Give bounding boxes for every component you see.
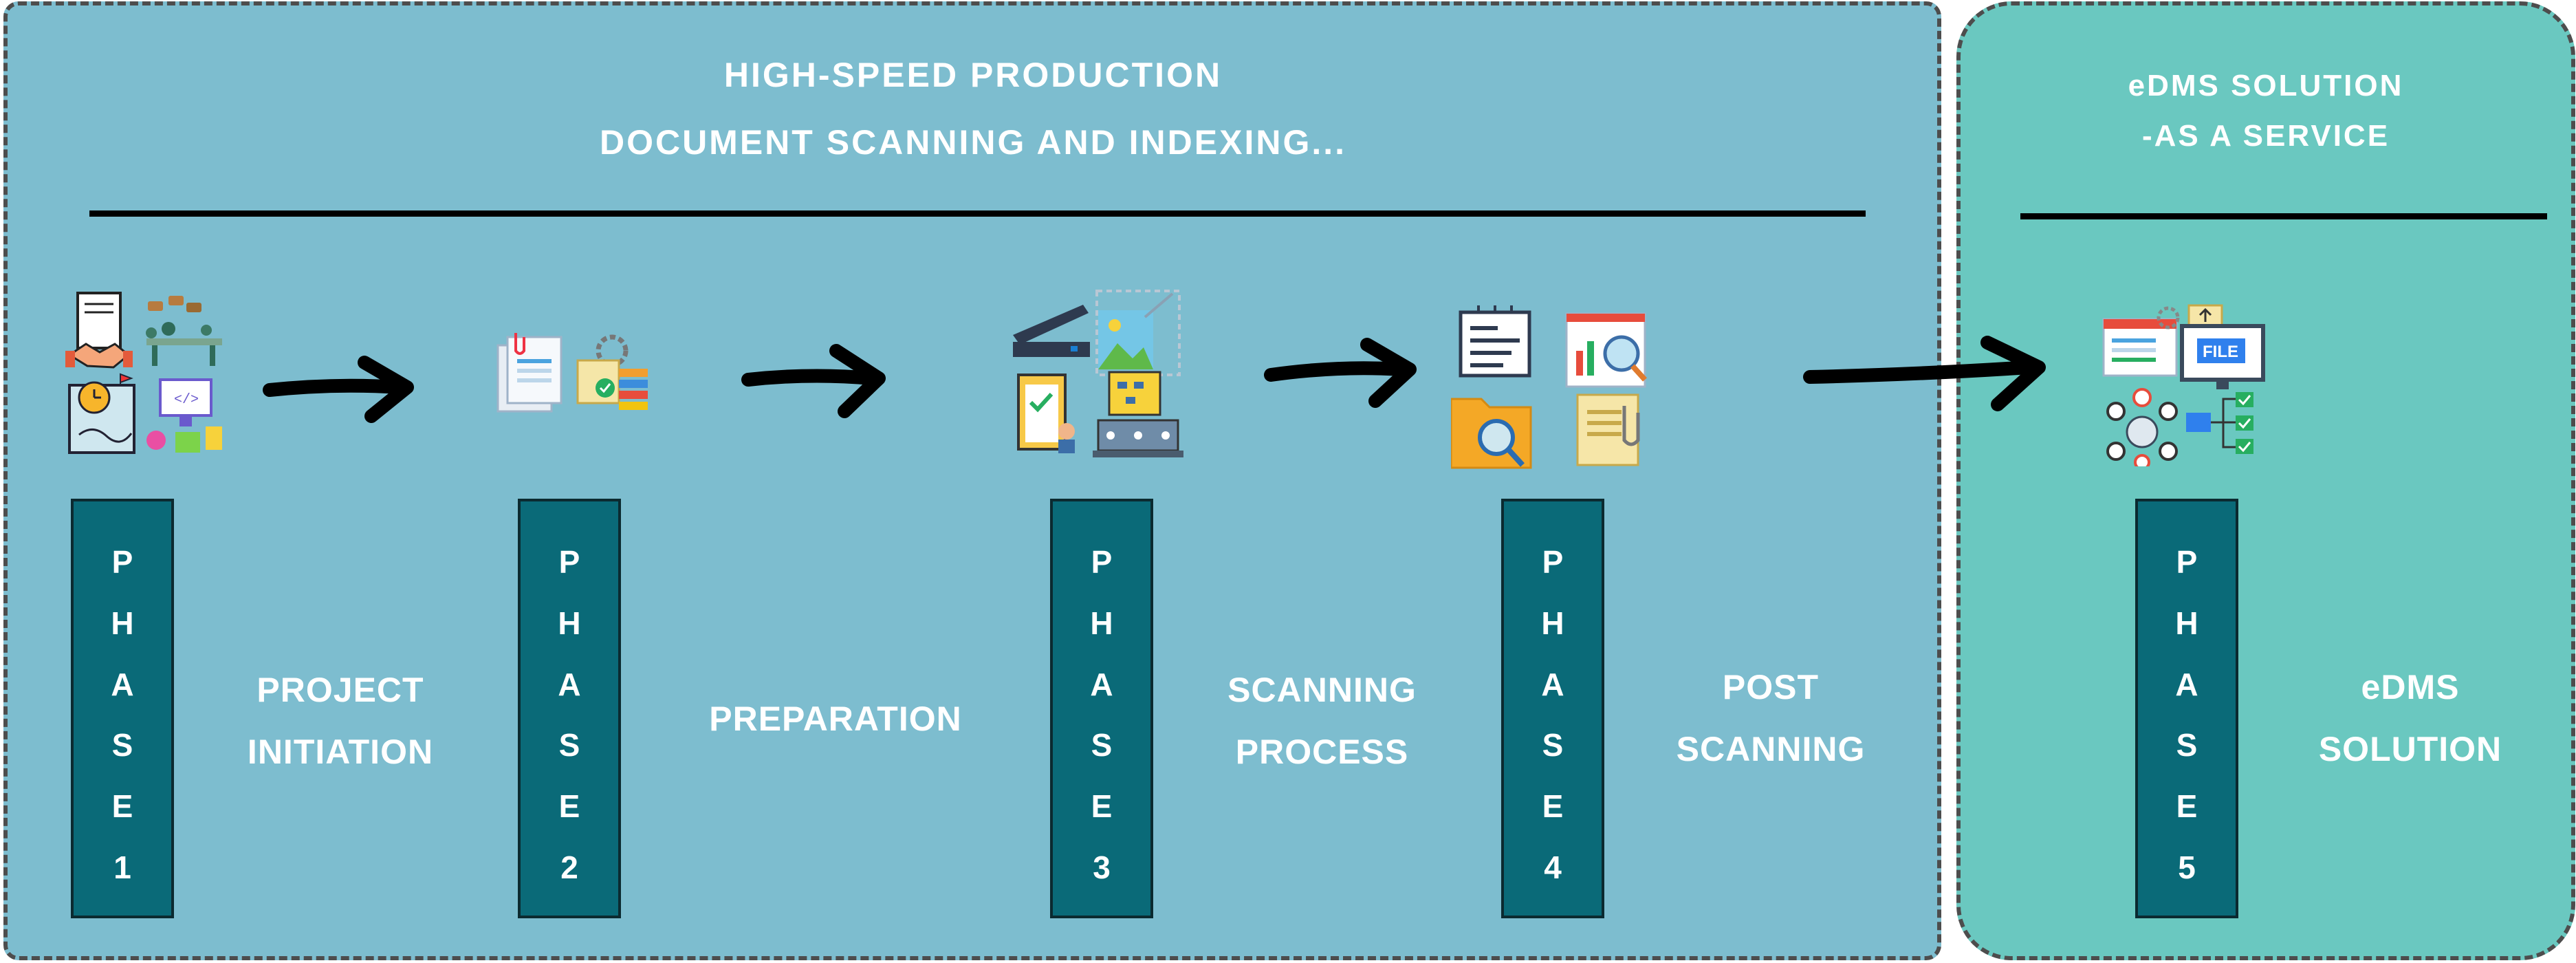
phase-4-label: POST SCANNING	[1637, 656, 1905, 780]
ocr-document-icon	[1459, 305, 1531, 378]
phase-number: 4	[1544, 849, 1562, 885]
settings-window-icon	[2102, 306, 2180, 377]
phase-number: 5	[2178, 849, 2196, 885]
phase-2-label: PREPARATION	[670, 688, 1001, 750]
planning-map-icon	[68, 373, 135, 454]
scanner-icon	[1013, 305, 1090, 357]
phase-letter: S	[1091, 727, 1113, 764]
phase-letter: S	[111, 727, 133, 764]
network-monitor-icon	[1093, 371, 1183, 457]
left-title-divider	[89, 210, 1866, 217]
phase-letter: S	[2176, 727, 2198, 764]
workflow-checklist-icon	[2186, 392, 2253, 454]
paper-scroll-icon	[1576, 393, 1640, 466]
documents-icon	[496, 333, 563, 413]
phase-3-label-line1: SCANNING	[1227, 671, 1417, 709]
phase-letter: A	[1541, 666, 1564, 702]
phase-letter: P	[111, 544, 133, 581]
arrow-3-to-4-icon	[1264, 338, 1417, 408]
right-title-divider	[2020, 213, 2547, 219]
image-crop-icon	[1095, 290, 1181, 376]
arrow-1-to-2-icon	[263, 356, 414, 423]
phase-letter: P	[1542, 544, 1564, 581]
report-search-icon	[1565, 312, 1647, 388]
phase-4-label-line1: POST	[1722, 668, 1820, 706]
phase-letter: A	[2175, 666, 2198, 702]
left-title-line1: HIGH-SPEED PRODUCTION	[723, 56, 1223, 94]
phase-letter: E	[1091, 788, 1113, 824]
phase-5-box: P H A S E 5	[2135, 499, 2238, 918]
phase-number: 1	[113, 849, 131, 885]
checklist-icon	[1017, 374, 1075, 453]
phase-letter: S	[558, 727, 580, 764]
arrow-4-to-5-icon	[1803, 336, 2046, 411]
phase-1-label-line2: INITIATION	[247, 733, 434, 771]
svg-text:</>: </>	[174, 392, 199, 408]
phase-letter: H	[2175, 605, 2198, 641]
phase-5-label-line2: SOLUTION	[2318, 730, 2502, 768]
phase-letter: S	[1542, 727, 1564, 764]
phase-letter: A	[558, 666, 581, 702]
phase-number: 2	[560, 849, 578, 885]
phase-3-box: P H A S E 3	[1050, 499, 1153, 918]
team-meeting-icon	[146, 296, 222, 366]
right-title-line1: eDMS SOLUTION	[2128, 69, 2404, 102]
svg-text:FILE: FILE	[2203, 343, 2238, 361]
phase-letter: H	[111, 605, 134, 641]
phase-letter: P	[558, 544, 580, 581]
phase-1-icons: </>	[65, 292, 222, 454]
phase-number: 3	[1093, 849, 1111, 885]
phase-letter: A	[1090, 666, 1113, 702]
phase-2-icons	[496, 333, 648, 413]
contract-handshake-icon	[65, 292, 133, 369]
phase-4-label-line2: SCANNING	[1676, 730, 1866, 768]
phase-3-label-line2: PROCESS	[1235, 733, 1409, 771]
phase-letter: A	[111, 666, 134, 702]
phase-2-label-line1: PREPARATION	[709, 700, 962, 738]
document-settings-icon	[576, 334, 648, 410]
folder-search-icon	[1451, 398, 1532, 469]
phase-1-label-line1: PROJECT	[256, 671, 424, 709]
right-panel	[1956, 1, 2575, 960]
phase-letter: E	[558, 788, 580, 824]
phase-4-icons	[1451, 305, 1647, 469]
phase-3-icons	[1013, 290, 1183, 457]
phase-letter: P	[2176, 544, 2198, 581]
right-title-line2: -AS A SERVICE	[2141, 119, 2390, 153]
phase-letter: H	[558, 605, 581, 641]
network-users-icon	[2106, 388, 2178, 466]
web-design-icon: </>	[146, 378, 222, 453]
phase-letter: H	[1541, 605, 1564, 641]
phase-1-label: PROJECT INITIATION	[206, 659, 474, 783]
phase-letter: E	[111, 788, 133, 824]
phase-4-box: P H A S E 4	[1501, 499, 1604, 918]
phase-5-label-line1: eDMS	[2361, 668, 2460, 706]
left-title-line2: DOCUMENT SCANNING AND INDEXING...	[599, 123, 1347, 162]
phase-letter: E	[1542, 788, 1564, 824]
phase-letter: E	[2176, 788, 2198, 824]
phase-3-label: SCANNING PROCESS	[1190, 659, 1454, 783]
phase-1-box: P H A S E 1	[71, 499, 174, 918]
arrow-2-to-3-icon	[741, 344, 886, 418]
left-panel	[3, 1, 1941, 960]
phase-letter: H	[1090, 605, 1113, 641]
phase-2-box: P H A S E 2	[518, 499, 621, 918]
phase-letter: P	[1091, 544, 1113, 581]
file-upload-monitor-icon: FILE	[2180, 304, 2265, 389]
phase-5-icons: FILE	[2102, 304, 2265, 466]
phase-5-label: eDMS SOLUTION	[2290, 656, 2531, 780]
